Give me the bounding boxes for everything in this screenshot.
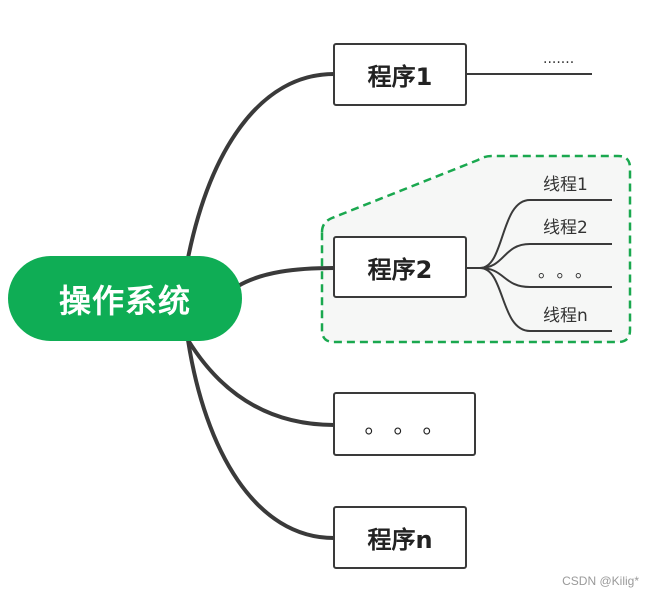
program-node-n: 程序n — [333, 506, 467, 569]
root-node: 操作系统 — [8, 256, 242, 341]
connector-program-dots — [186, 338, 336, 427]
connector-threadn — [479, 267, 612, 332]
connector-thread-dots — [479, 267, 612, 288]
thread-leaf-ellipsis: 。。。 — [538, 262, 602, 282]
program-node-ellipsis: 。。。 — [333, 392, 476, 456]
thread-leaf-n: 线程n — [543, 306, 588, 326]
connector-thread2 — [479, 243, 612, 269]
connector-program1 — [186, 72, 336, 260]
program-node-2: 程序2 — [333, 236, 467, 298]
thread-leaf-1: 线程1 — [543, 175, 588, 195]
program1-more-label: ....... — [543, 51, 575, 67]
watermark-text: CSDN @Kilig* — [562, 574, 639, 588]
connector-program2 — [236, 266, 336, 288]
thread-leaf-2: 线程2 — [543, 218, 588, 238]
connector-programn — [186, 338, 336, 540]
program-node-1: 程序1 — [333, 43, 467, 106]
